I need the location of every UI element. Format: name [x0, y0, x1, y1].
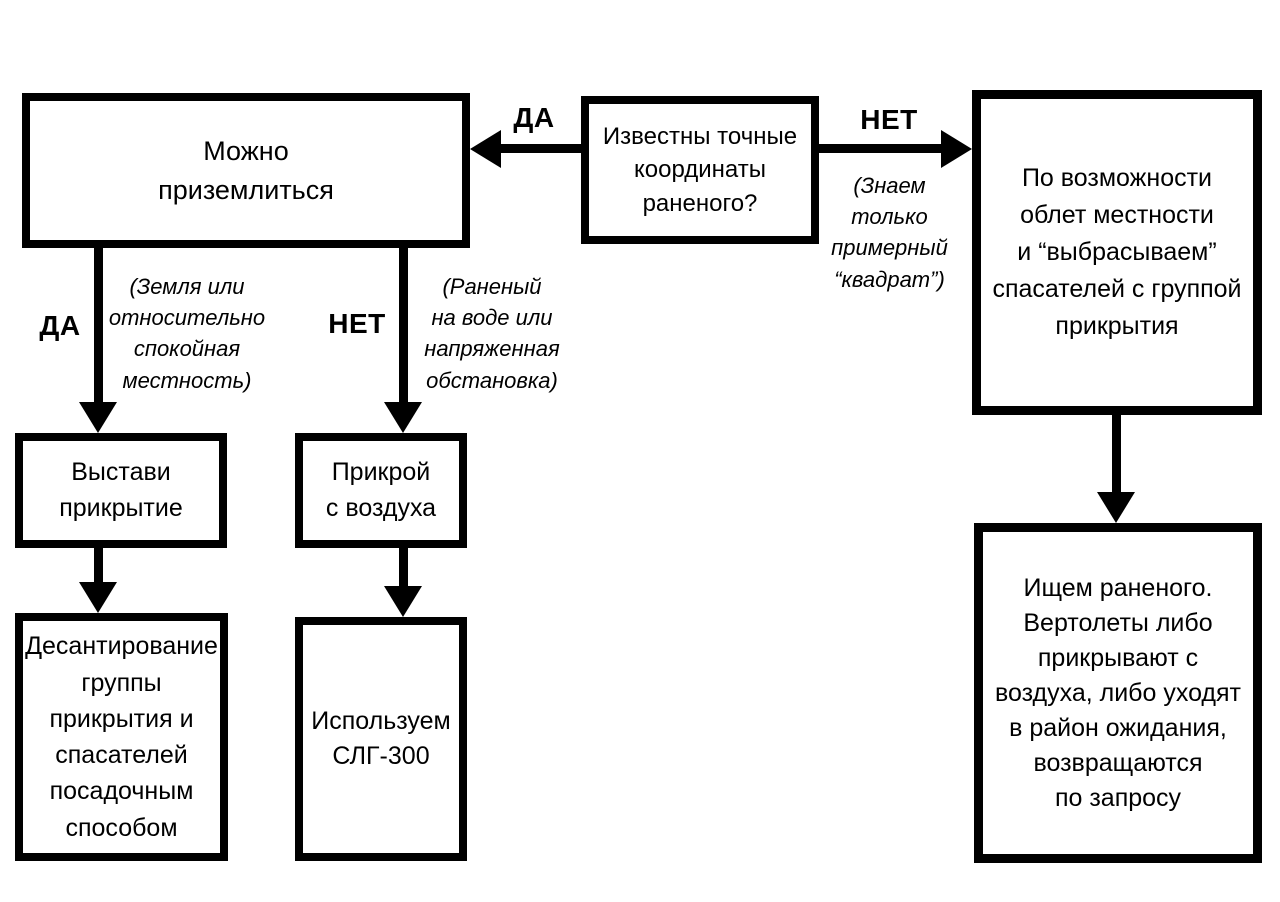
note-approx-square: (Знаем только примерный “квадрат”): [831, 173, 948, 292]
node-landing-party-label: Десантирование группы прикрытия и спасат…: [25, 632, 218, 842]
node-known-coords-label: Известны точные координаты раненого?: [602, 123, 798, 217]
arrow-yes-to-can-land-line: [499, 144, 581, 153]
node-use-slg300-label: Используем СЛГ-300: [311, 706, 451, 771]
node-search-wounded: Ищем раненого. Вертолеты либо прикрывают…: [974, 523, 1262, 863]
node-known-coords: Известны точные координаты раненого?: [581, 96, 819, 244]
label-yes-left: ДА: [39, 310, 81, 341]
arrow-yes-to-set-cover-line: [94, 248, 103, 402]
node-flyover-area: По возможности облет местности и “выбрас…: [972, 90, 1262, 415]
note-calm-terrain: (Земля или относительно спокойная местно…: [108, 274, 266, 393]
node-cover-from-air: Прикрой с воздуха: [295, 433, 467, 548]
arrow-no-to-cover-from-air-line: [399, 248, 408, 402]
arrow-yes-to-can-land-head: [470, 130, 501, 168]
arrow-to-landing-party-line: [94, 548, 103, 582]
node-cover-from-air-label: Прикрой с воздуха: [325, 458, 437, 522]
node-use-slg300: Используем СЛГ-300: [295, 617, 467, 861]
label-no-mid: НЕТ: [328, 308, 386, 339]
node-set-cover: Выстави прикрытие: [15, 433, 227, 548]
note-water-or-tension: (Раненый на воде или напряженная обстано…: [424, 274, 560, 393]
arrow-to-landing-party-head: [79, 582, 117, 613]
arrow-no-to-flyover-line: [819, 144, 942, 153]
arrow-to-use-slg300-line: [399, 548, 408, 586]
node-search-wounded-label: Ищем раненого. Вертолеты либо прикрывают…: [994, 573, 1241, 812]
arrow-to-search-wounded-head: [1097, 492, 1135, 523]
node-landing-party: Десантирование группы прикрытия и спасат…: [15, 613, 228, 861]
node-flyover-area-label: По возможности облет местности и “выбрас…: [992, 164, 1242, 340]
node-can-land-label: Можно приземлиться: [158, 136, 334, 205]
node-can-land: Можно приземлиться: [22, 93, 470, 248]
label-no-top: НЕТ: [860, 104, 918, 135]
label-yes-top: ДА: [513, 102, 555, 133]
node-set-cover-label: Выстави прикрытие: [59, 458, 183, 522]
arrow-no-to-flyover-head: [941, 130, 972, 168]
arrow-to-use-slg300-head: [384, 586, 422, 617]
arrow-no-to-cover-from-air-head: [384, 402, 422, 433]
arrow-yes-to-set-cover-head: [79, 402, 117, 433]
arrow-to-search-wounded-line: [1112, 415, 1121, 493]
